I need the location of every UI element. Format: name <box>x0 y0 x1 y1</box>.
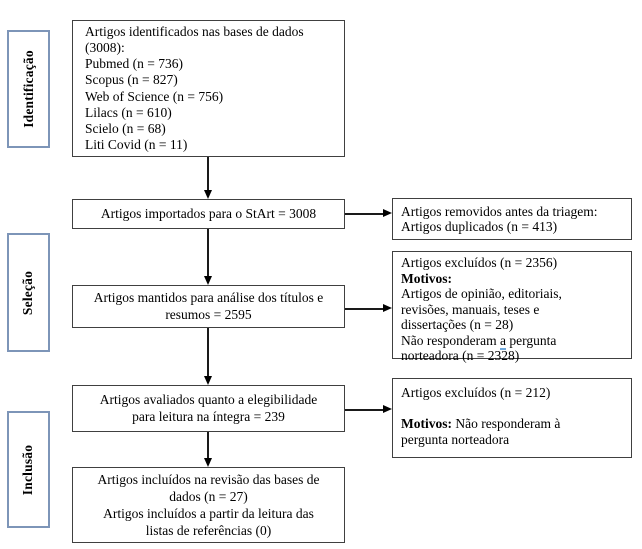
excluded-eligibility-blank-line <box>401 401 625 417</box>
line-text: pergunta <box>505 332 557 348</box>
box-eligibility: Artigos avaliados quanto a elegibilidade… <box>72 385 345 432</box>
box-identified-line: Artigos identificados nas bases de dados <box>85 24 304 39</box>
box-included-line: listas de referências (0) <box>145 523 272 538</box>
box-excluded-screening: Artigos excluídos (n = 2356) Motivos: Ar… <box>392 251 632 363</box>
stage-inclusao: Inclusão <box>7 411 50 528</box>
box-removed-line: Artigos duplicados (n = 413) <box>401 219 558 234</box>
arrowhead-right-icon <box>383 209 392 217</box>
arrowhead-down-icon <box>203 190 212 199</box>
arrowhead-down-icon <box>203 376 212 385</box>
box-included-line: Artigos incluídos na revisão das bases d… <box>97 472 320 487</box>
box-screened-line: resumos = 2595 <box>165 306 252 322</box>
stage-identificacao: Identificação <box>7 30 50 148</box>
connector-eligibility-excluded <box>345 409 383 411</box>
box-removed: Artigos removidos antes da triagem: Arti… <box>392 198 632 240</box>
box-identified-line: Scopus (n = 827) <box>85 72 178 88</box>
grammar-marked-word: a <box>499 332 506 350</box>
box-screened-line: Artigos mantidos para análise dos título… <box>93 290 324 305</box>
excluded-eligibility-line: Motivos: Não responderam à <box>401 416 625 432</box>
box-included-line: dados (n = 27) <box>169 489 248 504</box>
box-eligibility-line: para leitura na íntegra = 239 <box>132 408 285 424</box>
connector-imported-screened <box>207 229 209 276</box>
arrowhead-right-icon <box>383 304 392 312</box>
box-identified-line: Pubmed (n = 736) <box>85 56 183 72</box>
stage-inclusao-label: Inclusão <box>20 444 36 495</box>
box-imported-line: Artigos importados para o StArt = 3008 <box>100 205 317 221</box>
excluded-screening-line: revisões, manuais, teses e <box>401 301 540 317</box>
connector-imported-removed <box>345 213 383 215</box>
excluded-screening-line: Não responderam a pergunta <box>401 332 625 350</box>
excluded-screening-line: Artigos de opinião, editoriais, <box>401 286 562 301</box>
excluded-screening-line: dissertações (n = 28) <box>401 317 514 332</box>
excluded-eligibility-line: pergunta norteadora <box>401 431 510 447</box>
arrowhead-down-icon <box>203 276 212 285</box>
excluded-eligibility-line: Artigos excluídos (n = 212) <box>401 385 551 400</box>
box-screened: Artigos mantidos para análise dos título… <box>72 285 345 328</box>
box-identified-line: (3008): <box>85 40 125 56</box>
box-identified-line: Scielo (n = 68) <box>85 120 166 136</box>
box-identified-line: Lilacs (n = 610) <box>85 104 172 120</box>
connector-identified-imported <box>207 157 209 191</box>
line-text: Não responderam <box>401 332 500 348</box>
box-imported: Artigos importados para o StArt = 3008 <box>72 199 345 229</box>
connector-screened-eligibility <box>207 328 209 376</box>
line-text: Não responderam à <box>452 416 561 431</box>
box-included-line: Artigos incluídos a partir da leitura da… <box>103 506 314 521</box>
box-included: Artigos incluídos na revisão das bases d… <box>72 467 345 543</box>
box-identified: Artigos identificados nas bases de dados… <box>72 20 345 157</box>
connector-eligibility-included <box>207 432 209 458</box>
arrowhead-right-icon <box>383 405 392 413</box>
stage-identificacao-label: Identificação <box>20 50 36 128</box>
box-identified-line: Liti Covid (n = 11) <box>85 136 188 152</box>
box-removed-line: Artigos removidos antes da triagem: <box>401 203 598 219</box>
box-eligibility-line: Artigos avaliados quanto a elegibilidade <box>99 392 318 407</box>
stage-selecao-label: Seleção <box>20 270 36 315</box>
excluded-screening-line: norteadora (n = 2328) <box>401 348 520 363</box>
arrowhead-down-icon <box>203 458 212 467</box>
connector-screened-excluded <box>345 308 383 310</box>
stage-selecao: Seleção <box>7 233 50 352</box>
box-excluded-eligibility: Artigos excluídos (n = 212) Motivos: Não… <box>392 378 632 458</box>
box-identified-line: Web of Science (n = 756) <box>85 88 224 104</box>
motivos-label: Motivos: <box>401 416 452 431</box>
motivos-label: Motivos: <box>401 270 452 286</box>
excluded-screening-line: Artigos excluídos (n = 2356) <box>401 255 558 270</box>
